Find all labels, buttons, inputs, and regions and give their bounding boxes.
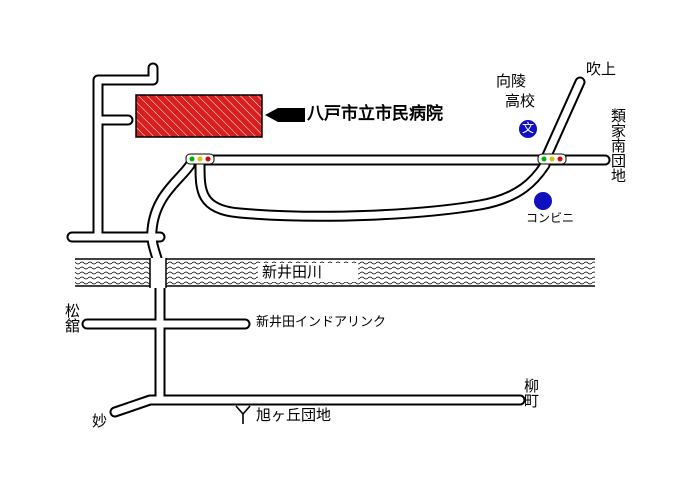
traffic-signal-icon [185, 153, 215, 165]
hospital-building [135, 94, 263, 138]
ruike-danchi-label: 類家南団地 [609, 108, 627, 183]
interchange-label: 新井田インドアリンク [256, 315, 387, 330]
convenience-store-icon [534, 192, 552, 210]
fukiage-label: 吹上 [586, 60, 617, 78]
mukairyo-label-2: 高校 [505, 92, 536, 110]
yanagimachi-label: 柳町 [522, 378, 540, 408]
school-icon [519, 120, 537, 138]
asahigaoka-label: 旭ヶ丘団地 [256, 406, 332, 424]
convenience-store-label: コンビニ [526, 211, 575, 225]
school-symbol: 文 [522, 121, 535, 135]
mukairyo-label-1: 向陵 [496, 72, 527, 90]
myo-label: 妙 [92, 412, 108, 430]
road-symbol-icon [235, 405, 251, 424]
bridge [149, 258, 167, 288]
traffic-signal-icon [537, 153, 567, 165]
arrow-icon [265, 108, 305, 122]
hospital-label: 八戸市立市民病院 [307, 104, 443, 124]
river-label: 新井田川 [262, 263, 323, 281]
road-network [66, 62, 611, 418]
matsudate-label: 松舘 [63, 303, 81, 333]
